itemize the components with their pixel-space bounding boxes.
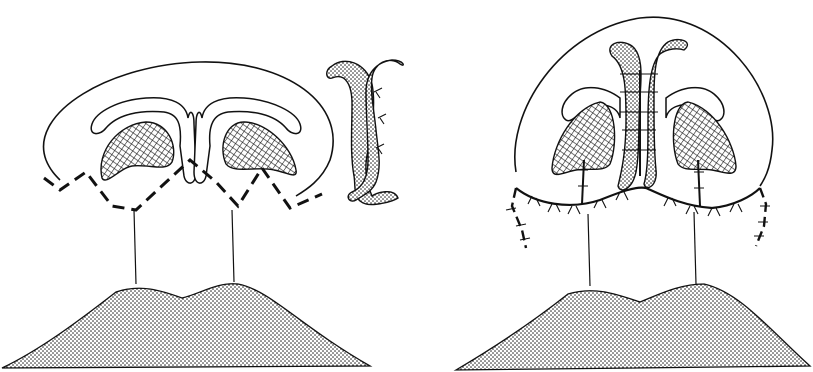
columella-graft — [327, 60, 404, 205]
right-right-tail — [756, 188, 766, 246]
left-nostril-left — [101, 122, 174, 180]
left-panel-before — [2, 62, 370, 368]
left-column-line-2 — [232, 210, 234, 282]
right-graft-left-strut — [610, 42, 641, 190]
right-lip — [456, 284, 810, 370]
right-closure-line — [516, 188, 760, 208]
left-nostril-right — [223, 122, 296, 175]
right-nostril-right — [673, 102, 736, 173]
left-lip — [2, 284, 370, 368]
right-column-line-2 — [694, 212, 696, 284]
right-column-line-1 — [588, 214, 590, 286]
left-column-line-1 — [134, 210, 136, 284]
left-nose-base — [46, 160, 60, 180]
right-panel-after — [456, 17, 810, 370]
